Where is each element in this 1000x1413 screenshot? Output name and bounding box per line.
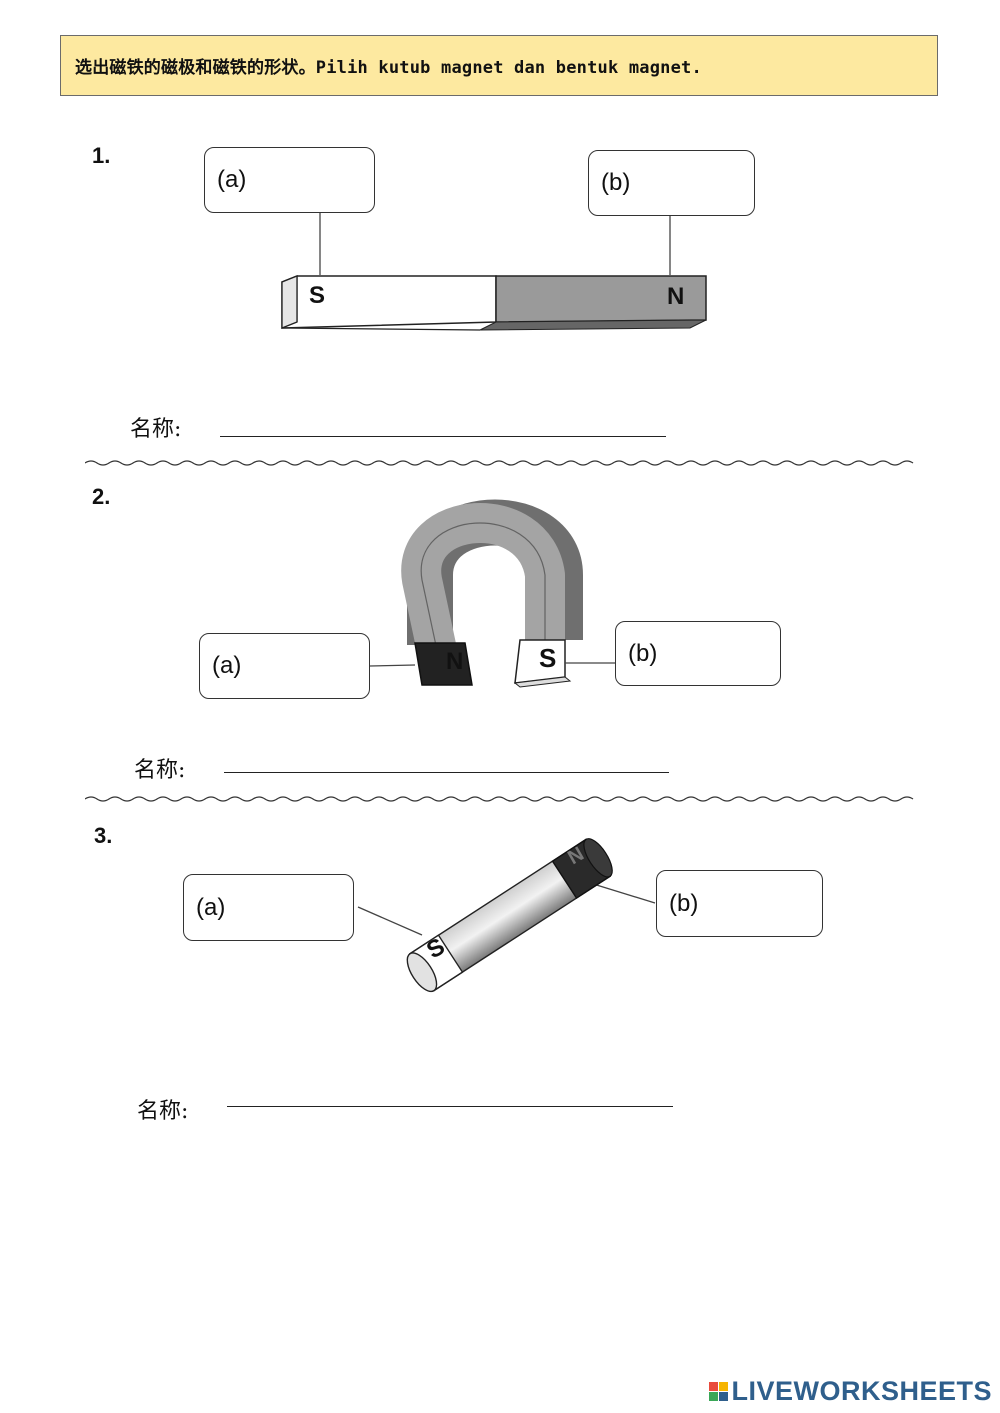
cylinder-magnet-illustration [357,838,656,993]
q1-name-label: 名称: [130,417,182,442]
instruction-text: 选出磁铁的磁极和磁铁的形状。Pilih kutub magnet dan ben… [75,58,702,78]
brand-name: LIVEWORKSHEETS [731,1376,992,1406]
q3-name-answer-line[interactable] [227,1106,673,1107]
divider-wavy-1 [85,457,920,469]
bar-magnet-n-pole: N [667,283,685,310]
q1-name-answer-line[interactable] [220,436,666,437]
q3-answer-box-b[interactable]: (b) [656,870,823,937]
logo-blocks-icon [709,1382,729,1401]
bar-magnet-s-pole: S [309,282,326,309]
q1-label-b: (b) [601,169,631,196]
q1-label-a: (a) [217,166,247,193]
instruction-banner: 选出磁铁的磁极和磁铁的形状。Pilih kutub magnet dan ben… [60,35,938,96]
bar-magnet-illustration [281,210,707,331]
q3-label-a: (a) [196,893,226,921]
liveworksheets-logo: LIVEWORKSHEETS [709,1376,992,1407]
divider-wavy-2 [85,793,920,805]
q2-label-a: (a) [212,652,242,679]
q2-answer-box-a[interactable]: (a) [199,633,370,699]
q3-label-b: (b) [669,889,699,917]
q1-answer-box-a[interactable]: (a) [204,147,375,213]
q2-answer-box-b[interactable]: (b) [615,621,781,686]
horseshoe-n-pole: N [446,648,464,675]
q2-label-b: (b) [628,639,658,667]
q2-name-label: 名称: [134,758,186,783]
horseshoe-s-pole: S [539,643,557,673]
q3-answer-box-a[interactable]: (a) [183,874,354,941]
horseshoe-magnet-illustration [369,499,616,688]
q3-name-label: 名称: [137,1099,189,1124]
q1-answer-box-b[interactable]: (b) [588,150,755,216]
question-3-number: 3. [94,823,113,848]
question-2-number: 2. [92,484,111,509]
question-1-number: 1. [92,143,111,168]
q2-name-answer-line[interactable] [224,772,669,773]
